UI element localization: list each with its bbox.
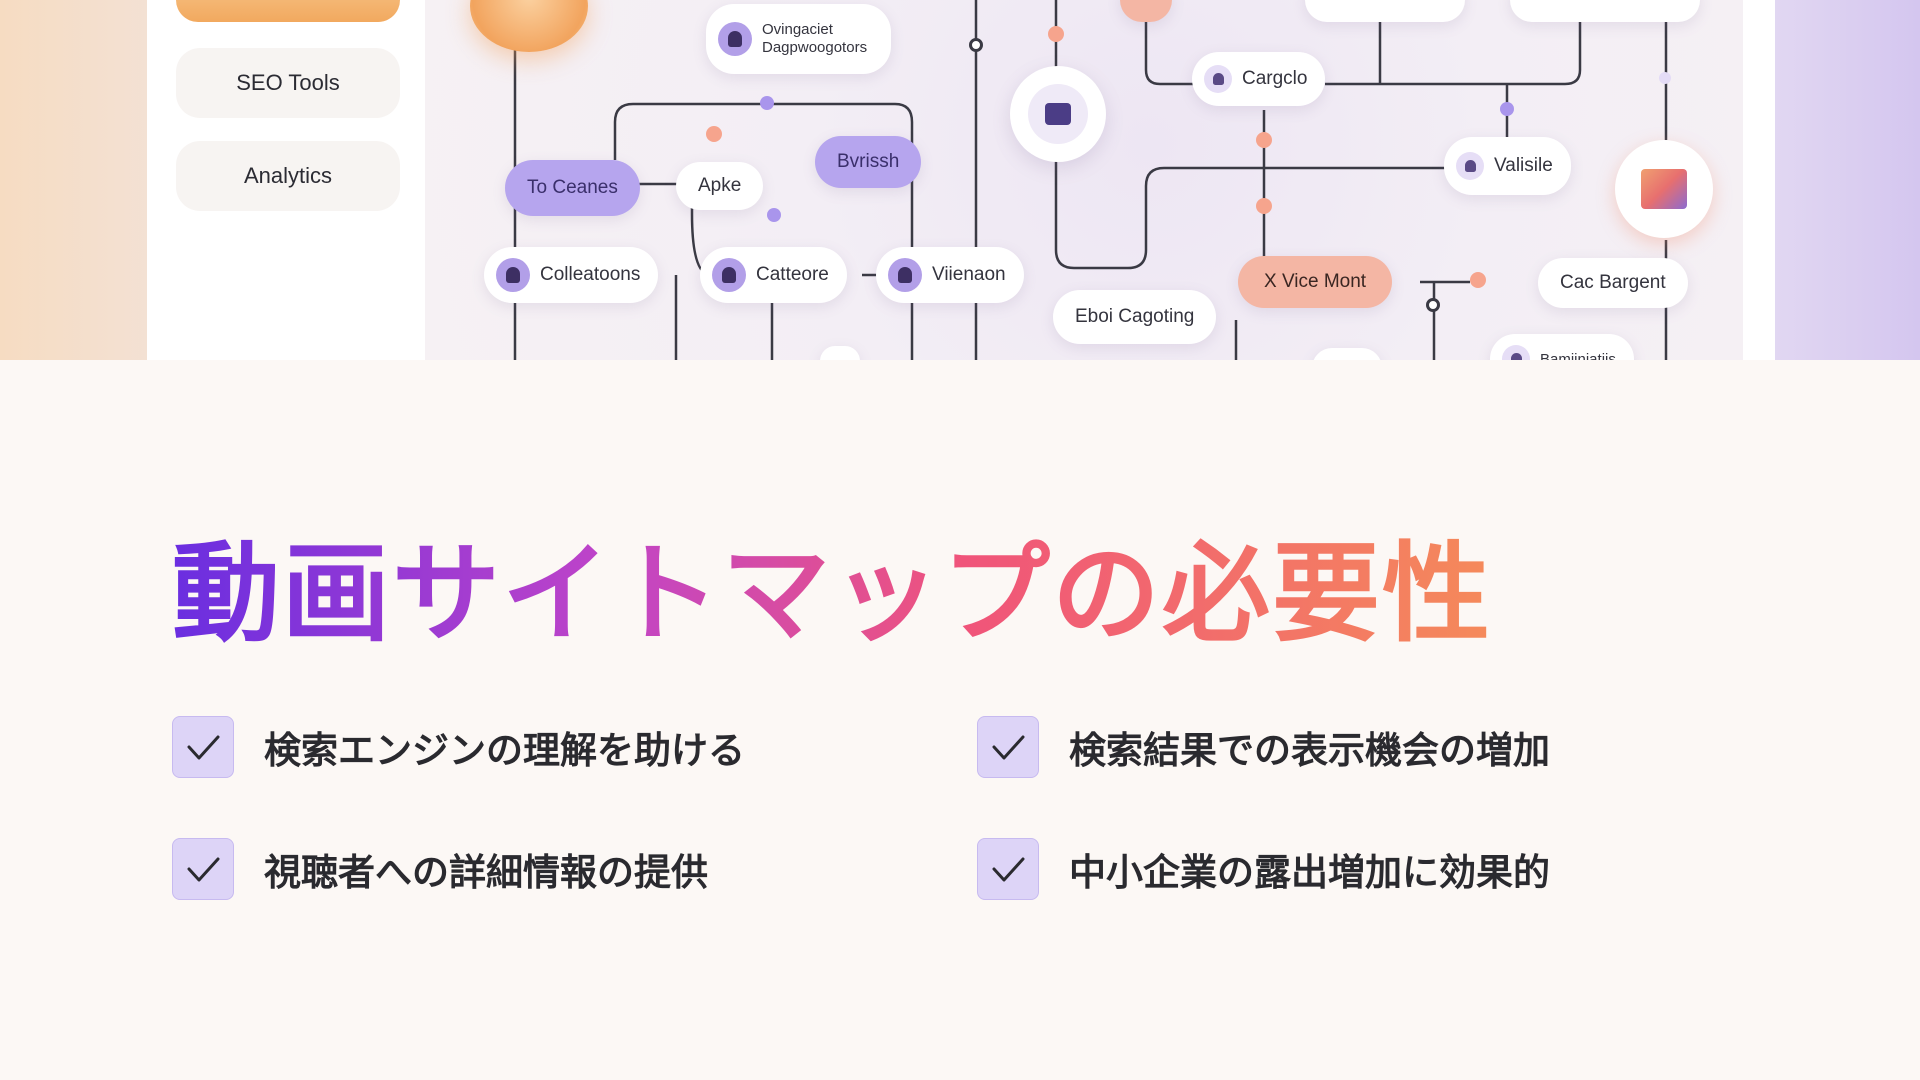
user-icon <box>1045 103 1071 125</box>
chip-label: Bvrissh <box>837 151 900 172</box>
chip-label: Viienaon <box>932 264 1006 285</box>
chip-label: Ovingaciet <box>762 21 833 38</box>
feature-item: 検索エンジンの理解を助ける <box>172 716 745 778</box>
chip-catteore: Catteore <box>700 247 847 303</box>
chip-top-partial <box>1510 0 1700 22</box>
connector-dot <box>767 208 781 222</box>
connector-dot <box>1500 102 1514 116</box>
connector-dot <box>760 96 774 110</box>
avatar-icon <box>718 22 752 56</box>
avatar-icon <box>712 258 746 292</box>
chip-top-card: Ovingaciet Dagpwoogotors <box>706 4 892 74</box>
checkmark-icon <box>992 735 1025 760</box>
chip-label: Apke <box>698 175 742 196</box>
checkbox <box>172 716 234 778</box>
chip-top-partial <box>1305 0 1465 22</box>
connector-dot <box>1659 72 1671 84</box>
sidebar-item-analytics: Analytics <box>176 141 400 211</box>
chip-eboi-cagoting: Eboi Cagoting <box>1053 290 1217 344</box>
chip-apke: Apke <box>676 162 764 210</box>
feature-text: 検索エンジンの理解を助ける <box>264 729 745 772</box>
feature-text: 検索結果での表示機会の増加 <box>1069 729 1550 772</box>
chip-valisile: Valisile <box>1444 137 1571 195</box>
chip-label: Valisile <box>1494 155 1553 176</box>
avatar-icon <box>888 258 922 292</box>
chip-bvrissh: Bvrissh <box>815 136 922 188</box>
connector-dot <box>969 38 983 52</box>
chip-label: Dagpwoogotors <box>762 39 868 56</box>
chip-to-ceanes: To Ceanes <box>505 160 640 216</box>
checkmark-icon <box>187 735 220 760</box>
sidebar-active-item <box>176 0 400 22</box>
chip-label: Catteore <box>756 264 829 285</box>
chip-bottom-partial <box>1312 348 1382 360</box>
avatar-icon <box>1204 65 1232 93</box>
chip-bottom-partial <box>820 346 860 360</box>
chip-label: Eboi Cagoting <box>1075 306 1195 327</box>
feature-item: 中小企業の露出増加に効果的 <box>977 838 1550 900</box>
connector-dot <box>706 126 722 142</box>
avatar-icon <box>1502 345 1530 360</box>
page-title: 動画サイトマップの必要性 <box>172 530 1492 660</box>
chip-cargclo: Cargclo <box>1192 52 1326 106</box>
connector-dot <box>1256 132 1272 148</box>
chip-top-salmon <box>1120 0 1172 22</box>
chip-x-vice-mont: X Vice Mont <box>1238 256 1393 308</box>
feature-item: 視聴者への詳細情報の提供 <box>172 838 708 900</box>
video-thumbnail-icon <box>1641 169 1687 209</box>
chip-cac-bargent: Cac Bargent <box>1538 258 1688 308</box>
checkbox <box>977 716 1039 778</box>
feature-item: 検索結果での表示機会の増加 <box>977 716 1550 778</box>
feature-text: 視聴者への詳細情報の提供 <box>264 851 708 894</box>
chip-label: Colleatoons <box>540 264 641 285</box>
chip-colleatoons: Colleatoons <box>484 247 659 303</box>
chip-label: X Vice Mont <box>1264 271 1367 292</box>
sidebar-item-seo-tools: SEO Tools <box>176 48 400 118</box>
chip-label: Cargclo <box>1242 68 1308 89</box>
panel-edge <box>1743 0 1775 360</box>
connector-dot <box>1256 198 1272 214</box>
checkmark-icon <box>187 857 220 882</box>
user-node <box>1010 66 1106 162</box>
chip-viienaon: Viienaon <box>876 247 1024 303</box>
chip-label: Bamiiniatiis <box>1540 350 1616 361</box>
feature-text: 中小企業の露出増加に効果的 <box>1069 851 1550 894</box>
checkmark-icon <box>992 857 1025 882</box>
checkbox <box>977 838 1039 900</box>
connector-dot <box>1470 272 1486 288</box>
avatar-icon <box>1456 152 1484 180</box>
chip-label: To Ceanes <box>527 177 618 198</box>
connector-dot <box>1426 298 1440 312</box>
hero-illustration: SEO Tools Analytics Ovingaciet Dagpwoogo… <box>0 0 1920 360</box>
checkbox <box>172 838 234 900</box>
video-thumbnail-node <box>1615 140 1713 238</box>
chip-bottom-right: Bamiiniatiis <box>1490 334 1634 360</box>
avatar-icon <box>496 258 530 292</box>
connector-dot <box>1048 26 1064 42</box>
chip-label: Cac Bargent <box>1560 272 1666 293</box>
